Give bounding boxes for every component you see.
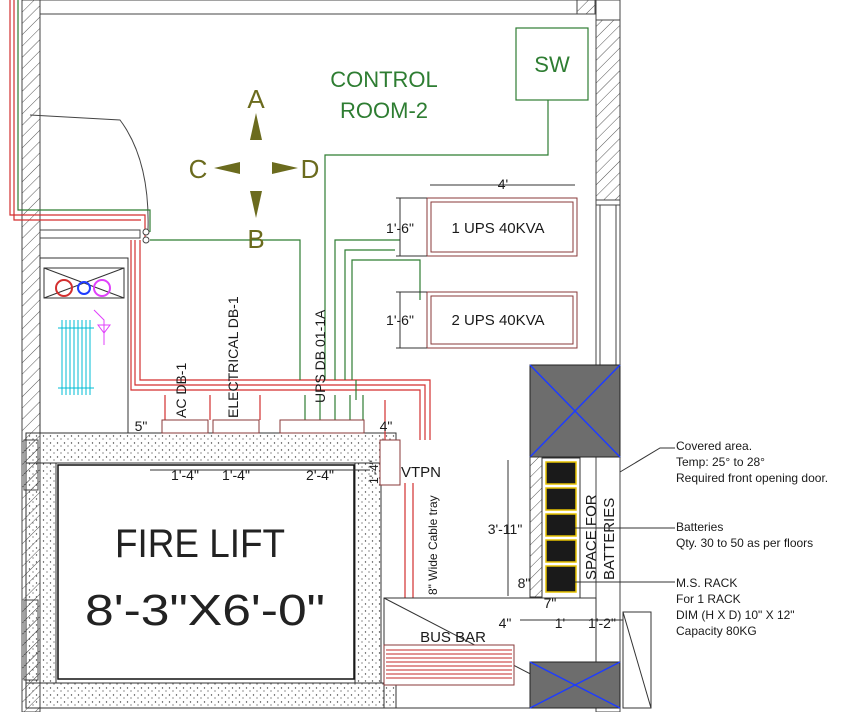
note-covered-line2: Temp: 25° to 28° bbox=[676, 455, 765, 469]
fire-lift-title: FIRE LIFT bbox=[115, 522, 285, 566]
sw-box bbox=[515, 27, 589, 101]
note-rack-line4: Capacity 80KG bbox=[676, 624, 757, 638]
room-name-line2: ROOM-2 bbox=[340, 98, 428, 123]
ups-1-depth: 1'-6" bbox=[386, 220, 414, 236]
batteries-space-line2: BATTERIES bbox=[601, 498, 618, 580]
ahu-unit bbox=[39, 257, 129, 434]
battery-width-dim: 7" bbox=[544, 595, 557, 611]
vtpn-dim: 1'-4" bbox=[367, 460, 381, 484]
panel-boxes bbox=[161, 419, 401, 486]
bus-right-dim: 1'-2" bbox=[588, 615, 616, 631]
compass-south: B bbox=[247, 224, 264, 254]
bus-left-dim: 4" bbox=[499, 615, 512, 631]
door-swing bbox=[29, 114, 149, 231]
bus-bar-label: BUS BAR bbox=[420, 629, 486, 646]
callout-leaders bbox=[575, 447, 675, 583]
batteries-space-line1: SPACE FOR bbox=[583, 494, 600, 580]
note-covered-area: Covered area. Temp: 25° to 28° Required … bbox=[676, 439, 828, 485]
compass bbox=[214, 113, 298, 218]
fire-lift-box bbox=[57, 464, 355, 680]
note-covered-line3: Required front opening door. bbox=[676, 471, 828, 485]
battery-rack bbox=[541, 457, 581, 599]
ups-db-label: UPS DB 01-1A bbox=[312, 309, 328, 403]
battery-gap-dim: 8" bbox=[518, 575, 531, 591]
column-bottom bbox=[529, 661, 621, 709]
column-top bbox=[529, 364, 621, 458]
compass-north: A bbox=[247, 84, 265, 114]
panel-left-gap: 5" bbox=[135, 418, 148, 434]
note-batteries: Batteries Qty. 30 to 50 as per floors bbox=[676, 520, 813, 550]
note-batteries-line2: Qty. 30 to 50 as per floors bbox=[676, 536, 813, 550]
bus-mid-dim: 1' bbox=[555, 615, 565, 631]
ups-unit-1 bbox=[396, 197, 578, 257]
sw-label: SW bbox=[534, 52, 570, 77]
bus-bar bbox=[383, 644, 515, 686]
battery-height-dim: 3'-11" bbox=[488, 521, 523, 537]
room-name-line1: CONTROL bbox=[330, 67, 438, 92]
panel-right-gap: 4" bbox=[380, 418, 393, 434]
note-rack-line2: For 1 RACK bbox=[676, 592, 741, 606]
ups-width-dim: 4' bbox=[498, 176, 508, 192]
electrical-db-label: ELECTRICAL DB-1 bbox=[225, 296, 241, 418]
ups-1-label: 1 UPS 40KVA bbox=[451, 220, 544, 237]
electrical-db-width: 1'-4" bbox=[222, 467, 250, 483]
ups-2-depth: 1'-6" bbox=[386, 312, 414, 328]
wiring bbox=[9, 0, 549, 598]
fire-lift-size: 8'-3"X6'-0" bbox=[85, 586, 325, 635]
ups-unit-2 bbox=[396, 291, 578, 349]
battery-wall bbox=[529, 456, 543, 598]
ac-db-label: AC DB-1 bbox=[173, 363, 189, 418]
ups-db-width: 2'-4" bbox=[306, 467, 334, 483]
ups-2-label: 2 UPS 40KVA bbox=[451, 312, 544, 329]
note-covered-line1: Covered area. bbox=[676, 439, 752, 453]
compass-east: D bbox=[301, 154, 320, 184]
concrete-slab bbox=[25, 432, 397, 709]
cable-tray-label: 8" Wide Cable tray bbox=[426, 495, 440, 595]
ac-db-width: 1'-4" bbox=[171, 467, 199, 483]
vtpn-label: VTPN bbox=[401, 464, 441, 481]
note-rack-line3: DIM (H X D) 10" X 12" bbox=[676, 608, 795, 622]
note-rack: M.S. RACK For 1 RACK DIM (H X D) 10" X 1… bbox=[676, 576, 795, 638]
compass-west: C bbox=[189, 154, 208, 184]
note-batteries-line1: Batteries bbox=[676, 520, 723, 534]
note-rack-line1: M.S. RACK bbox=[676, 576, 737, 590]
